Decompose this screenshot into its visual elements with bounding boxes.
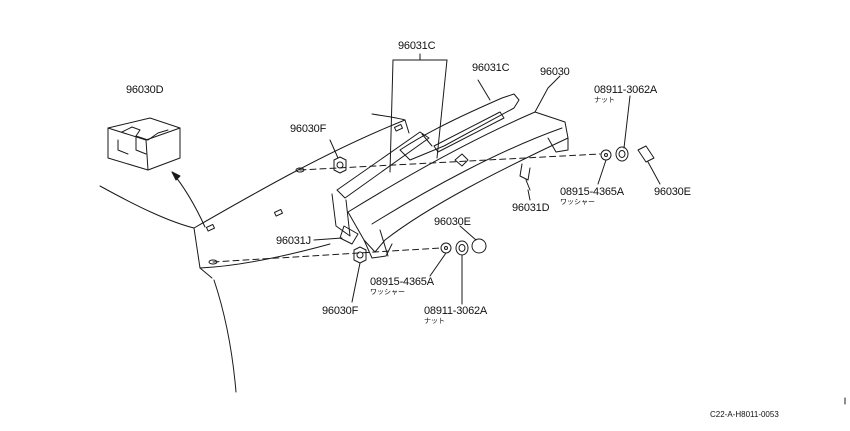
part-96031C-strip-right xyxy=(399,79,520,161)
label-08911-bottom: 08911-3062A xyxy=(424,305,488,317)
label-nut-bottom: ナット xyxy=(424,318,445,325)
label-96031J: 96031J xyxy=(276,235,311,247)
parcel-shelf xyxy=(99,113,410,393)
fasteners-lower xyxy=(429,225,487,305)
part-96030D-clip xyxy=(107,117,181,171)
label-96030E-center: 96030E xyxy=(434,216,471,228)
label-96031D: 96031D xyxy=(512,202,550,214)
label-96031C-right: 96031C xyxy=(472,62,510,74)
label-96030: 96030 xyxy=(540,66,570,78)
label-08915-right: 08915-4365A xyxy=(560,186,624,198)
leader-96031C-left xyxy=(389,53,448,173)
label-washer-right: ワッシャー xyxy=(560,199,595,206)
part-96031J-bracket xyxy=(313,225,359,245)
label-08915-bottom: 08915-4365A xyxy=(370,276,434,288)
label-nut-top: ナット xyxy=(594,97,615,104)
part-96031C-strip-left xyxy=(331,131,433,237)
detail-arrow xyxy=(171,171,206,228)
label-washer-bottom: ワッシャー xyxy=(370,289,405,296)
fasteners-right xyxy=(597,95,661,185)
label-96030E-right: 96030E xyxy=(654,186,691,198)
part-96031D-clip xyxy=(519,163,531,191)
label-96030F-bottom: 96030F xyxy=(322,305,359,317)
leader-lines xyxy=(527,75,561,201)
label-08911-top: 08911-3062A xyxy=(594,84,658,96)
label-96031C-top: 96031C xyxy=(398,40,436,52)
diagram-code: C22-A-H8011-0053 xyxy=(710,410,779,419)
part-96030F-grommet-upper xyxy=(329,139,347,174)
part-96030F-grommet-lower xyxy=(351,246,367,303)
label-96030F-top: 96030F xyxy=(290,123,327,135)
part-96030-panel xyxy=(347,87,569,259)
fastener-axis-lines xyxy=(212,153,601,263)
label-96030D: 96030D xyxy=(126,84,164,96)
